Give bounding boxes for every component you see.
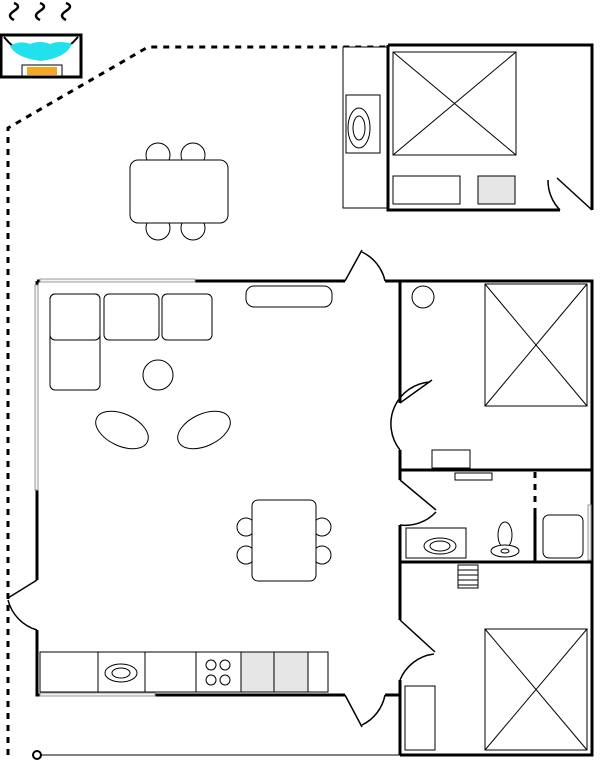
sofa-icon — [49, 293, 213, 391]
bathroom — [399, 472, 592, 564]
stairs-icon — [457, 564, 479, 589]
door-icon — [390, 379, 433, 451]
sink-icon — [104, 663, 138, 683]
dining-table-icon — [129, 142, 229, 241]
bedroom-middle — [390, 279, 594, 757]
bed-icon — [484, 628, 588, 751]
living-room-walls — [7, 249, 402, 755]
bedroom-top — [342, 43, 594, 212]
kitchen-counter — [39, 651, 329, 693]
bed-icon — [484, 283, 588, 407]
property-boundary — [6, 45, 388, 755]
door-icon — [344, 694, 386, 728]
armchair-icon — [95, 410, 149, 450]
fireplace-icon — [0, 1, 83, 79]
bench-icon — [245, 285, 333, 308]
shower-icon — [542, 514, 584, 559]
toilet-icon — [490, 521, 520, 558]
bed-icon — [392, 51, 517, 156]
marker-icon — [32, 750, 42, 760]
dining-table-icon — [236, 499, 332, 582]
door-icon — [547, 177, 593, 211]
door-icon — [399, 479, 437, 527]
armchair-icon — [177, 410, 231, 450]
door-icon — [399, 619, 436, 681]
sink-icon — [405, 527, 467, 559]
door-icon — [7, 579, 38, 631]
stove-icon — [205, 659, 231, 686]
coffee-table-icon — [142, 359, 174, 391]
bedroom-bottom — [399, 564, 588, 751]
door-icon — [344, 249, 386, 282]
